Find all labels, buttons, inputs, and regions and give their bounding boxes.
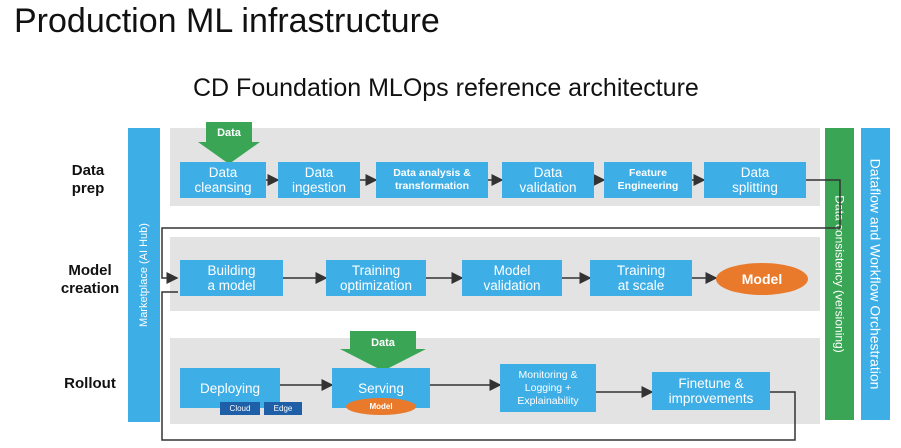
- step-data-ingestion: Data ingestion: [278, 162, 360, 198]
- orchestration-bar: Dataflow and Workflow Orchestration: [861, 128, 890, 420]
- data-input-arrow-top: [198, 122, 260, 164]
- row-label-rollout: Rollout: [64, 375, 116, 392]
- row-label-data-prep: Data prep: [71, 162, 105, 197]
- step-monitoring: Monitoring & Logging + Explainability: [500, 364, 596, 412]
- diagram-subtitle: CD Foundation MLOps reference architectu…: [193, 74, 699, 102]
- step-training-optimization: Training optimization: [326, 260, 426, 296]
- model-output: Model: [716, 263, 808, 295]
- marketplace-bar: Marketplace (AI Hub): [128, 128, 160, 422]
- serving-model: Model: [346, 398, 416, 415]
- data-consistency-bar: Data consistency (versioning): [825, 128, 854, 420]
- page-title: Production ML infrastructure: [14, 2, 440, 40]
- step-deploying: Deploying: [180, 368, 280, 408]
- step-data-analysis: Data analysis & transformation: [376, 162, 488, 198]
- step-building-model: Building a model: [180, 260, 283, 296]
- data-input-label-top: Data: [217, 127, 241, 139]
- step-data-validation: Data validation: [502, 162, 594, 198]
- step-finetune: Finetune & improvements: [652, 372, 770, 410]
- step-data-splitting: Data splitting: [704, 162, 806, 198]
- step-data-cleansing: Data cleansing: [180, 162, 266, 198]
- connector-model-to-rollout: [161, 291, 796, 441]
- step-training-at-scale: Training at scale: [590, 260, 692, 296]
- row-label-model-creation: Model creation: [60, 262, 120, 297]
- data-input-arrow-rollout: [340, 331, 426, 371]
- connector-prep-to-model: [161, 179, 841, 284]
- data-input-label-rollout: Data: [371, 337, 395, 349]
- deploy-target-cloud: Cloud: [220, 402, 260, 415]
- step-model-validation: Model validation: [462, 260, 562, 296]
- step-feature-engineering: Feature Engineering: [604, 162, 692, 198]
- deploy-target-edge: Edge: [264, 402, 302, 415]
